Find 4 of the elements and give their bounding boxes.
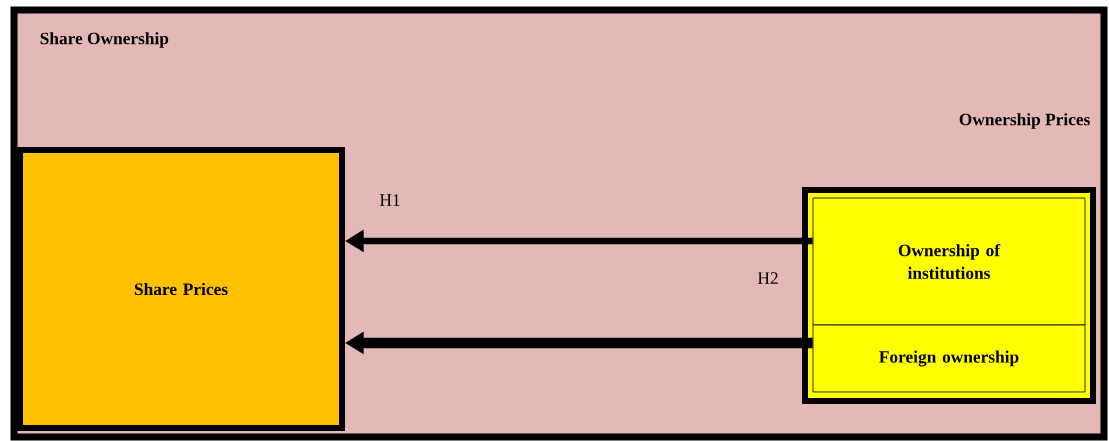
process-box: Foreign ownership (812, 324, 1086, 393)
process-box: Share Prices (17, 147, 345, 431)
heading-label: Ownership Prices (959, 113, 1090, 129)
process-box: Ownership of institutions (812, 197, 1086, 326)
